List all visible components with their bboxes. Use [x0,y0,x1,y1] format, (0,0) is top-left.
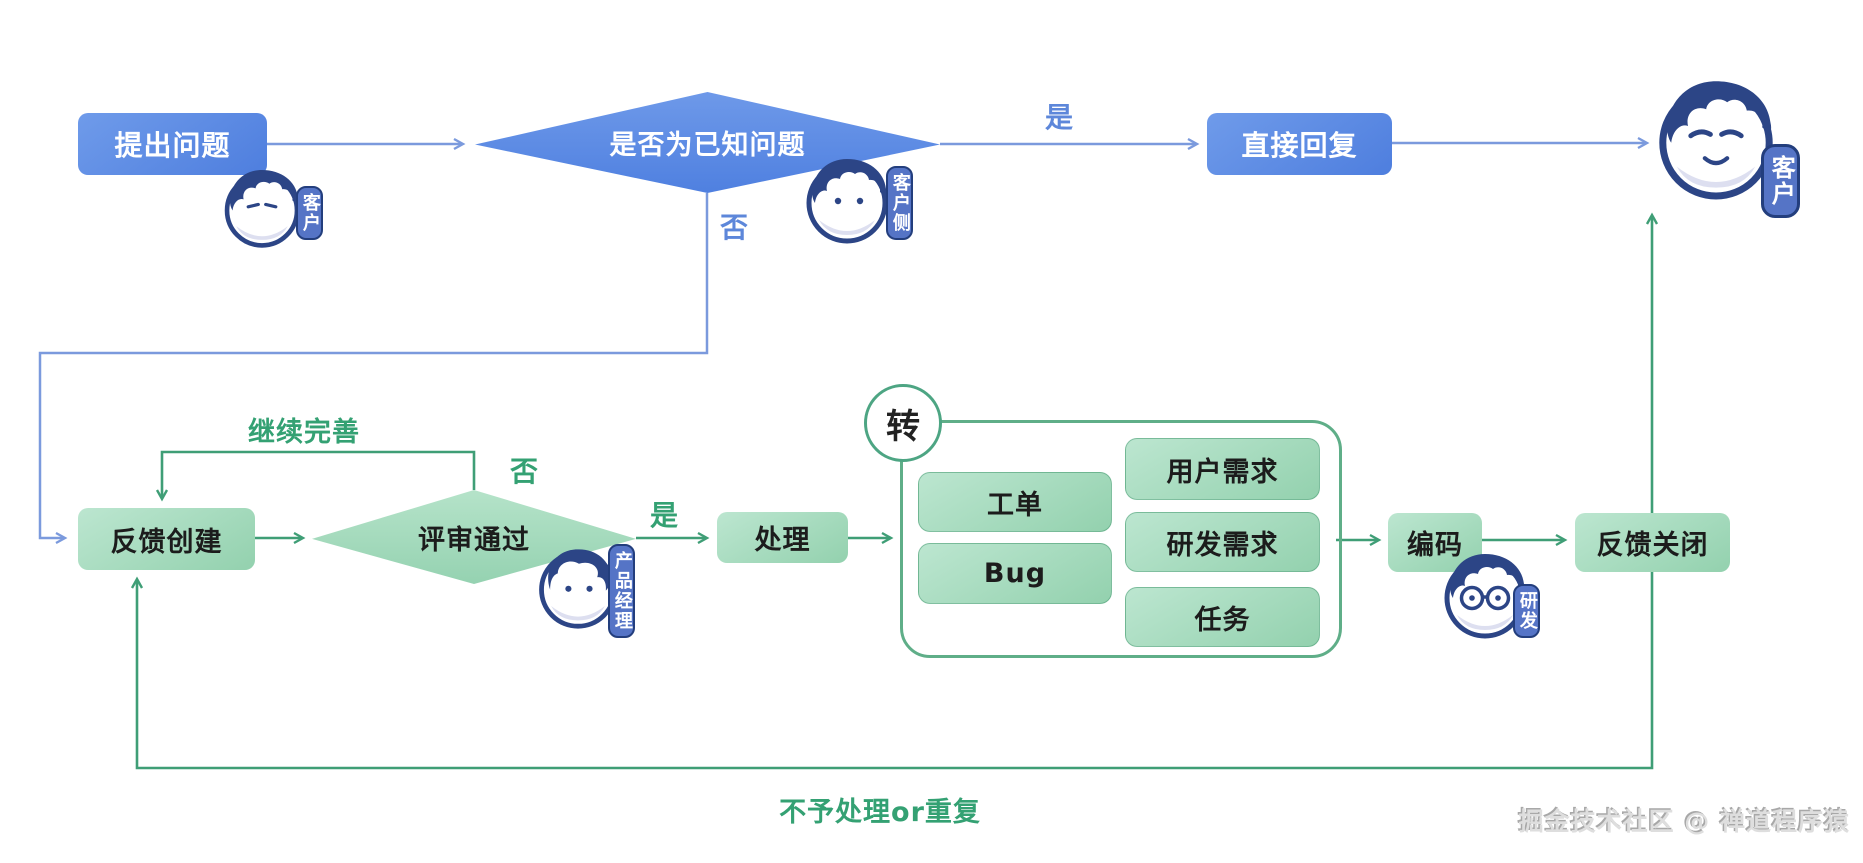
watermark-text: 掘金技术社区 @ 禅道程序猿 [1518,807,1850,836]
label-known-yes: 是 [1045,101,1075,134]
node-handle: 处理 [717,512,848,563]
label-reject-or-duplicate: 不予处理or重复 [779,797,981,828]
node-bug: Bug [918,543,1112,604]
customer-top-right-avatar [1646,63,1786,203]
node-feedback-close: 反馈关闭 [1575,513,1730,572]
customer-side-badge: 客户侧 [886,166,913,240]
node-user-requirement: 用户需求 [1125,438,1320,500]
node-work-order: 工单 [918,472,1112,532]
node-raise-question: 提出问题 [78,113,267,175]
label-continue-improve: 继续完善 [248,417,360,448]
edge-close-reject-loop [130,572,1654,770]
label-review-yes: 是 [650,499,680,532]
transfer-hub-circle: 转 [864,384,942,462]
node-task: 任务 [1125,587,1320,647]
product-manager-badge: 产品经理 [608,544,635,638]
label-known-no: 否 [720,211,750,244]
developer-badge: 研发 [1513,584,1540,638]
edge-review-no-loop [155,450,476,502]
node-direct-reply: 直接回复 [1207,113,1392,175]
customer-avatar [216,158,308,250]
node-feedback-create: 反馈创建 [78,508,255,570]
label-review-no: 否 [510,455,540,488]
node-dev-requirement: 研发需求 [1125,512,1320,572]
customer-top-right-badge: 客户 [1761,144,1801,218]
customer-badge: 客户 [296,186,323,240]
edge-diamond-no-to-create [38,193,709,545]
customer-side-avatar [797,146,897,246]
